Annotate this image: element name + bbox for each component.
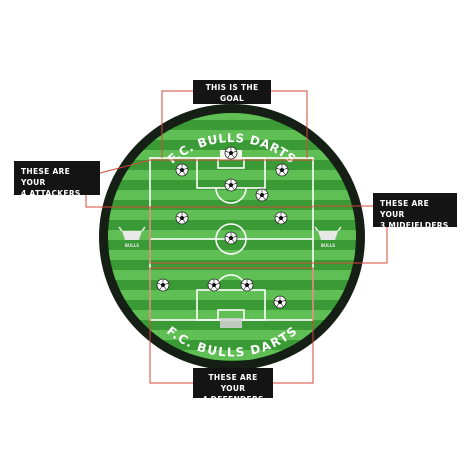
defender-ball-icon [240, 278, 254, 292]
bull-logo-left: BULLS [118, 226, 146, 248]
pitch-stripe [108, 170, 356, 180]
defender-ball-icon [156, 278, 170, 292]
defender-ball-icon [273, 295, 287, 309]
callout-attackers-line2: 4 ATTACKERS [21, 189, 81, 198]
defender-ball-icon [207, 278, 221, 292]
attacker-ball-icon [175, 163, 189, 177]
pitch-stripe [108, 290, 356, 300]
bull-logo-right: BULLS [314, 226, 342, 248]
goalkeeper-ball-icon [224, 146, 238, 160]
pitch-stripe [108, 190, 356, 200]
callout-defenders-line2: 4 DEFENDERS [202, 395, 264, 404]
callout-midfielders-line2: 3 MIDFIELDERS [380, 221, 449, 230]
callout-attackers-line1: THESE ARE YOUR [21, 167, 71, 187]
leader-lines [85, 90, 388, 384]
callout-goal-line2: GOAL [219, 94, 245, 103]
attacker-ball-icon [255, 188, 269, 202]
callout-defenders: THESE ARE YOUR 4 DEFENDERS [193, 368, 273, 404]
pitch-stripe [108, 113, 356, 120]
callout-midfielders: THESE ARE YOUR 3 MIDFIELDERS [373, 193, 457, 230]
midfielder-ball-icon [175, 211, 189, 225]
callout-goal-line1: THIS IS THE [205, 83, 259, 92]
pitch-stripe [108, 310, 356, 320]
pitch-stripe [108, 330, 356, 340]
midfielder-ball-icon [224, 231, 238, 245]
callout-attackers: THESE ARE YOUR 4 ATTACKERS [14, 161, 100, 198]
goal-bottom [220, 318, 242, 328]
pitch-stripe [108, 250, 356, 260]
attacker-ball-icon [224, 178, 238, 192]
callout-midfielders-line1: THESE ARE YOUR [380, 199, 430, 219]
midfielder-ball-icon [274, 211, 288, 225]
pitch-stripe [108, 210, 356, 220]
attacker-ball-icon [275, 163, 289, 177]
callout-goal: THIS IS THE GOAL [193, 80, 271, 104]
svg-text:BULLS: BULLS [125, 243, 139, 248]
pitch-stripe [108, 130, 356, 140]
pitch-stripe [108, 350, 356, 360]
svg-text:BULLS: BULLS [321, 243, 335, 248]
callout-defenders-line1: THESE ARE YOUR [208, 373, 258, 393]
